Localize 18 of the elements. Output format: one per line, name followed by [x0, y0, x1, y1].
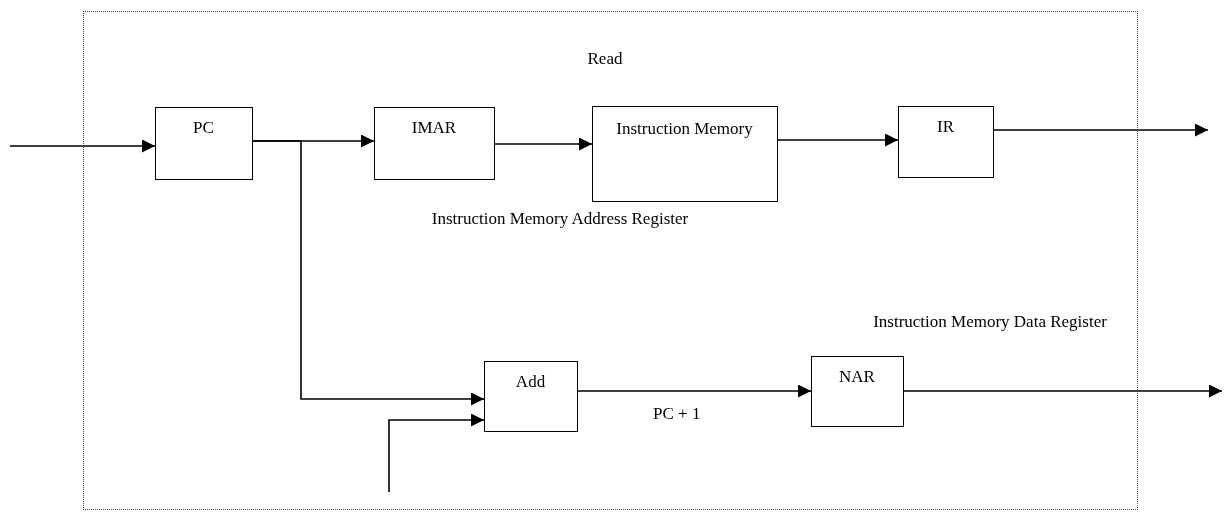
arrow: [388, 413, 485, 493]
register-box: NAR: [810, 355, 904, 427]
read-label: Read: [586, 48, 624, 70]
arrow: [252, 140, 485, 406]
adder-box: Add: [483, 360, 578, 432]
arrow: [577, 384, 812, 398]
register-box: IMAR: [373, 106, 495, 180]
arrow: [903, 384, 1223, 398]
register-caption: Instruction Memory Data Register: [872, 311, 1108, 333]
dotted-boundary: [83, 11, 1138, 510]
arrow: [494, 137, 593, 151]
arrow: [777, 133, 899, 147]
register-box: PC: [154, 106, 253, 180]
arrow: [9, 139, 156, 153]
memory-box: Instruction Memory: [591, 105, 778, 202]
register-caption: Instruction Memory Address Register: [430, 208, 690, 230]
arrow: [993, 123, 1209, 137]
register-box: IR: [897, 105, 994, 178]
